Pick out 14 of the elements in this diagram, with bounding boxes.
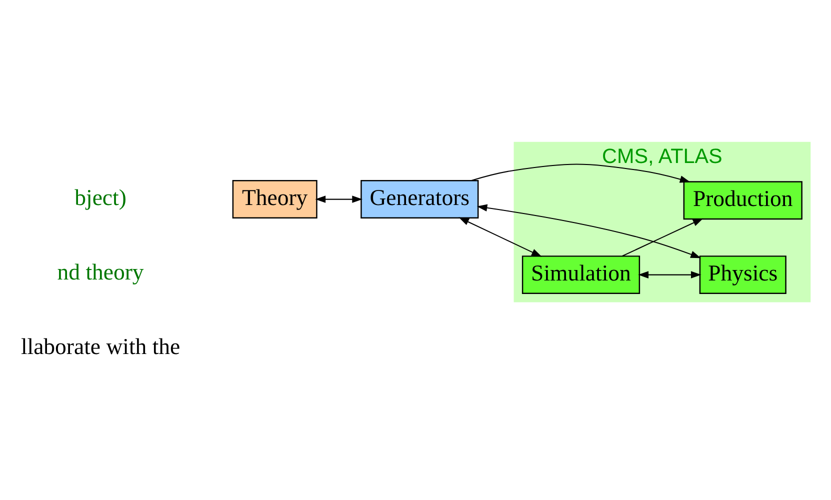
node-box: Simulation [522, 255, 640, 294]
node-box: Theory [232, 180, 318, 218]
arrow [638, 270, 702, 278]
label: llaborate with the [20, 334, 180, 359]
arrow [622, 218, 704, 256]
node-box: Production [683, 180, 802, 220]
node-box: Physics [699, 255, 786, 294]
arrow [471, 163, 690, 182]
label: nd theory [57, 259, 144, 284]
label: bject) [74, 184, 126, 210]
arrow [476, 204, 701, 258]
arrow [458, 216, 542, 256]
node-box: Generators [360, 180, 479, 218]
arrow [315, 195, 362, 202]
